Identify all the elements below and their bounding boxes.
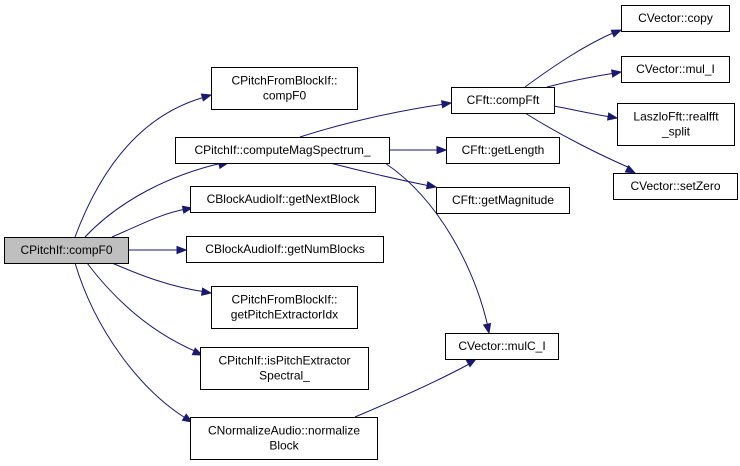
edge-root-to-n_isSpectral — [86, 262, 204, 356]
node-n_copy[interactable]: CVector::copy — [621, 5, 730, 32]
arrow-head-icon — [606, 112, 619, 121]
edge-n_compFft-to-n_setZero — [524, 112, 637, 174]
edge-line — [329, 162, 431, 187]
node-n_compF0_block[interactable]: CPitchFromBlockIf::compF0 — [211, 67, 358, 110]
edge-n_compFft-to-n_copy — [524, 29, 623, 88]
node-label: CNormalizeAudio::normalize — [208, 424, 360, 438]
node-root[interactable]: CPitchIf::compF0 — [4, 237, 129, 264]
edge-root-to-n_getNumBlocks — [128, 245, 188, 255]
edge-line — [524, 112, 631, 169]
arrow-head-icon — [200, 93, 213, 102]
node-label: Block — [269, 439, 299, 453]
edge-n_compFft-to-n_mulI — [546, 69, 623, 88]
node-label: CVector::mul_I — [636, 62, 715, 76]
nodes-layer: CPitchIf::compF0CPitchFromBlockIf::compF… — [4, 5, 738, 460]
node-label: CBlockAudioIf::getNextBlock — [207, 192, 361, 206]
node-box[interactable] — [186, 236, 384, 263]
node-label: Spectral_ — [259, 369, 310, 383]
node-label: CVector::mulC_I — [458, 339, 545, 353]
node-n_mulC[interactable]: CVector::mulC_I — [445, 333, 559, 360]
node-n_setZero[interactable]: CVector::setZero — [613, 173, 738, 200]
node-n_getLength[interactable]: CFft::getLength — [446, 137, 560, 164]
node-n_getMagnitude[interactable]: CFft::getMagnitude — [436, 187, 570, 214]
edge-line — [111, 208, 187, 238]
node-label: CPitchIf::computeMagSpectrum_ — [194, 143, 370, 157]
edge-n_computeMag-to-n_compFft — [299, 100, 453, 138]
node-n_getNumBlocks[interactable]: CBlockAudioIf::getNumBlocks — [186, 236, 384, 263]
node-n_getPitchIdx[interactable]: CPitchFromBlockIf::getPitchExtractorIdx — [211, 286, 358, 329]
arrow-head-icon — [465, 358, 478, 368]
edge-root-to-n_compF0_block — [74, 93, 213, 238]
edge-line — [84, 162, 223, 238]
edge-line — [74, 262, 188, 420]
node-box[interactable] — [451, 87, 555, 114]
node-n_computeMag[interactable]: CPitchIf::computeMagSpectrum_ — [175, 137, 390, 164]
arrow-head-icon — [191, 347, 204, 356]
edge-line — [74, 96, 206, 238]
edge-line — [86, 262, 198, 353]
arrow-head-icon — [181, 205, 194, 214]
node-box[interactable] — [617, 103, 735, 146]
node-label: CVector::setZero — [630, 179, 720, 193]
edge-n_computeMag-to-n_getLength — [389, 145, 448, 155]
node-box[interactable] — [446, 137, 560, 164]
edge-n_normalize-to-n_mulC — [354, 358, 478, 418]
node-box[interactable] — [200, 347, 369, 390]
node-box[interactable] — [621, 5, 730, 32]
node-n_realfft[interactable]: LaszloFft::realfft_split — [617, 103, 735, 146]
node-label: CFft::compFft — [467, 93, 540, 107]
edge-n_compFft-to-n_realfft — [553, 105, 619, 121]
node-label: getPitchExtractorIdx — [231, 308, 338, 322]
node-box[interactable] — [613, 173, 738, 200]
edge-line — [354, 362, 472, 418]
edge-root-to-n_getPitchIdx — [111, 262, 213, 296]
edge-line — [553, 105, 612, 118]
node-label: CPitchIf::isPitchExtractor — [218, 354, 350, 368]
node-n_compFft[interactable]: CFft::compFft — [451, 87, 555, 114]
node-label: CPitchFromBlockIf:: — [231, 74, 337, 88]
edge-root-to-n_normalize — [74, 262, 194, 423]
node-label: _split — [661, 125, 691, 139]
arrow-head-icon — [441, 100, 453, 109]
node-box[interactable] — [211, 286, 358, 329]
node-label: CPitchIf::compF0 — [20, 243, 112, 257]
node-box[interactable] — [190, 417, 378, 460]
edge-line — [524, 31, 616, 88]
node-label: CFft::getMagnitude — [452, 193, 554, 207]
node-box[interactable] — [621, 56, 730, 83]
arrow-head-icon — [176, 245, 188, 255]
node-box[interactable] — [445, 333, 559, 360]
arrow-head-icon — [181, 413, 194, 423]
node-n_getNextBlock[interactable]: CBlockAudioIf::getNextBlock — [190, 186, 376, 213]
node-label: CFft::getLength — [462, 143, 545, 157]
node-label: LaszloFft::realfft — [633, 110, 719, 124]
node-label: CPitchFromBlockIf:: — [231, 293, 337, 307]
edge-line — [546, 72, 616, 88]
node-box[interactable] — [211, 67, 358, 110]
node-label: compF0 — [263, 89, 307, 103]
arrow-head-icon — [610, 29, 623, 38]
edge-root-to-n_getNextBlock — [111, 205, 194, 238]
node-box[interactable] — [436, 187, 570, 214]
arrow-head-icon — [610, 69, 623, 78]
edge-line — [111, 262, 207, 293]
node-box[interactable] — [175, 137, 390, 164]
node-label: CVector::copy — [638, 11, 713, 25]
edge-line — [384, 162, 489, 328]
arrow-head-icon — [425, 180, 438, 190]
arrow-head-icon — [624, 164, 637, 174]
node-n_mulI[interactable]: CVector::mul_I — [621, 56, 730, 83]
edge-n_computeMag-to-n_getMagnitude — [329, 162, 438, 190]
arrow-head-icon — [201, 287, 213, 296]
root-node-box[interactable] — [4, 237, 129, 264]
node-box[interactable] — [190, 186, 376, 213]
edge-n_computeMag-to-n_mulC — [384, 162, 492, 335]
arrow-head-icon — [482, 322, 492, 335]
edge-line — [299, 103, 446, 138]
node-label: CBlockAudioIf::getNumBlocks — [205, 242, 364, 256]
arrow-head-icon — [436, 145, 448, 155]
